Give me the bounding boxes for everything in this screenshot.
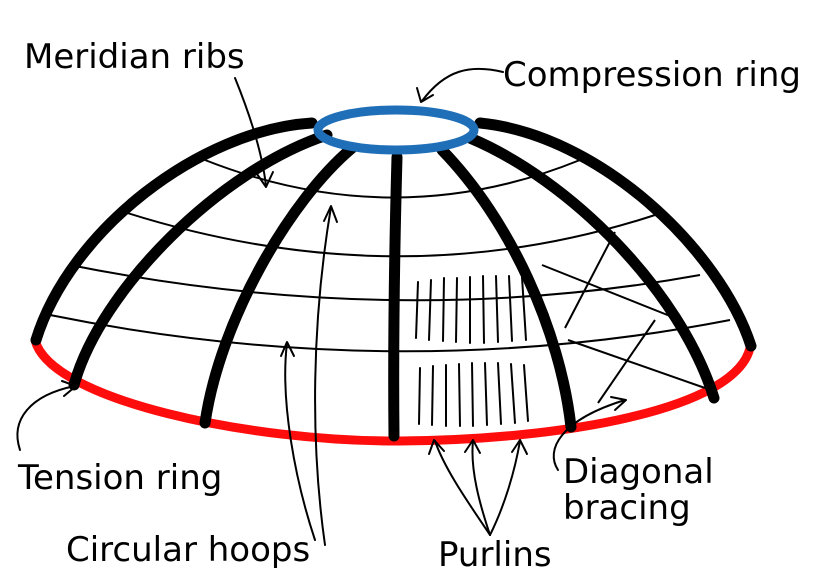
purlin	[482, 275, 485, 344]
purlin	[510, 363, 516, 424]
annotation-arrows	[16, 67, 627, 546]
purlins	[415, 275, 529, 427]
compression-ring	[313, 105, 479, 155]
rib-1	[30, 117, 318, 346]
tension-ring	[30, 338, 755, 446]
meridian-ribs	[30, 117, 757, 442]
hoop-3	[69, 264, 701, 302]
diagonal-bracing-label-line1: Diagonal	[563, 452, 714, 492]
tension-ring-label: Tension ring	[18, 458, 223, 498]
meridian-ribs-label: Meridian ribs	[24, 37, 245, 77]
purlin	[431, 365, 434, 426]
purlin	[418, 367, 421, 425]
circular-hoops-arrowhead-lower	[280, 341, 295, 357]
rib-3	[199, 142, 358, 429]
circular-hoops-arrow-upper	[314, 206, 332, 546]
rib-6	[464, 132, 720, 404]
purlins-arrowhead-3	[511, 439, 528, 455]
purlins-arrow-1	[434, 440, 491, 536]
purlin	[497, 362, 502, 425]
rib-7	[474, 117, 757, 352]
purlins-arrow-2	[471, 440, 491, 536]
purlin	[458, 363, 461, 427]
circular-hoops-arrowhead-upper	[323, 205, 338, 223]
diagonal-bracing-arrow	[552, 399, 626, 471]
compression-ring-arrowhead	[416, 87, 434, 103]
circular-hoops-arrow-lower	[284, 342, 316, 541]
purlin	[523, 364, 529, 422]
purlins-arrow-3	[489, 440, 521, 536]
brace	[567, 339, 706, 389]
purlin	[415, 281, 419, 339]
diagonal-bracing-label-line2: bracing	[563, 487, 691, 528]
tension-ring-arrow	[16, 385, 76, 451]
tension-ring-arrowhead	[61, 380, 77, 397]
purlin	[495, 275, 499, 343]
purlin	[471, 362, 474, 427]
purlin	[442, 277, 445, 342]
brace	[597, 319, 656, 404]
circular-hoops-label: Circular hoops	[66, 530, 311, 570]
purlin	[455, 277, 458, 343]
purlins-arrowhead-2	[464, 439, 481, 454]
meridian-ribs-arrow	[234, 77, 267, 187]
purlin	[484, 362, 488, 426]
diagonal-bracing	[541, 231, 706, 404]
diagonal-bracing-label: Diagonal bracing	[563, 452, 714, 528]
rib-5	[436, 144, 577, 433]
brace	[541, 264, 676, 319]
compression-ring-label: Compression ring	[503, 55, 801, 95]
purlin	[508, 275, 513, 342]
diagonal-bracing-arrowhead	[610, 396, 627, 411]
rib-2	[68, 129, 333, 391]
purlin	[428, 279, 432, 341]
brace	[564, 231, 616, 329]
compression-ring-arrow	[421, 67, 504, 102]
meridian-ribs-arrowhead	[256, 171, 274, 188]
purlin	[521, 276, 527, 341]
purlins-arrowhead-1	[428, 439, 445, 455]
rib-4	[388, 151, 403, 442]
purlins-label: Purlins	[438, 535, 552, 575]
